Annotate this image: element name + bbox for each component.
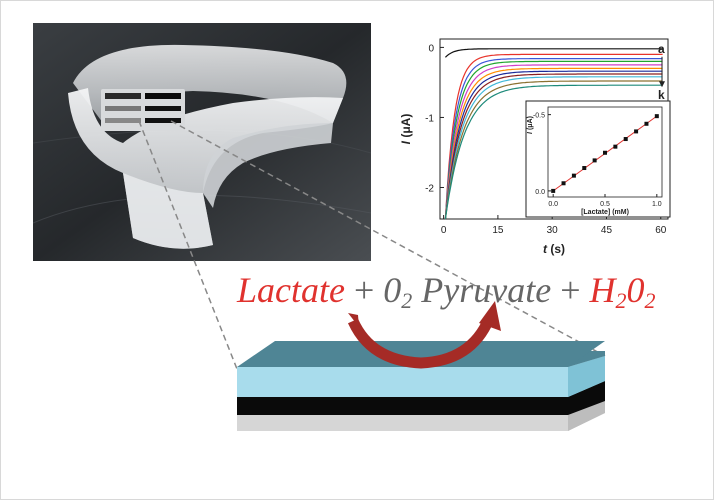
series-line-8 (444, 73, 663, 220)
curve-label-end: k (658, 88, 665, 102)
series-line-3 (444, 58, 663, 220)
electrode-strip (101, 89, 185, 131)
data-point (644, 121, 649, 126)
trend-arrowhead (659, 81, 665, 88)
lactate-label: Lactate (237, 270, 345, 310)
data-point (592, 158, 597, 163)
pyruvate-label: Pyruvate (421, 270, 552, 310)
data-point (551, 188, 556, 193)
series-line-7 (444, 70, 663, 220)
inset-x-tick-label: 0.0 (548, 201, 558, 208)
mouthguard-photo (33, 23, 371, 261)
inset-x-tick-label: 0.5 (600, 201, 610, 208)
data-point (613, 144, 618, 149)
series-line-1 (444, 48, 663, 58)
reaction-arrow (347, 316, 495, 369)
x-tick-label: 45 (601, 225, 613, 236)
enzyme-top-face (237, 351, 605, 367)
data-point (623, 137, 628, 142)
data-point (654, 114, 659, 119)
data-point (603, 150, 607, 155)
inset-y-tick-label: 0.0 (535, 189, 545, 196)
series-line-11 (444, 84, 663, 220)
oxygen-label: 02 (383, 270, 413, 313)
y-tick-label: -2 (425, 183, 434, 194)
inset-y-label: I (μA) (527, 116, 534, 134)
x-axis-label: t (s) (543, 242, 565, 256)
series-line-5 (444, 64, 663, 220)
series-line-6 (444, 67, 663, 220)
inset-x-label: [Lactate] (mM) (581, 209, 629, 216)
enzyme-layer (237, 356, 605, 397)
inset-x-tick-label: 1.0 (652, 201, 662, 208)
peroxide-label: H202 (589, 270, 656, 313)
data-point (571, 173, 576, 178)
y-tick-label: 0 (428, 43, 434, 54)
x-tick-label: 15 (492, 225, 504, 236)
x-tick-label: 60 (655, 225, 667, 236)
series-line-10 (444, 80, 663, 220)
calibration-inset: 0.0 0.5 1.0 0.0 -0.5 [Lactate] (mM) I (μA) (525, 100, 671, 218)
substrate-layer (237, 389, 605, 431)
curve-label-start: a (658, 42, 665, 56)
x-tick-label: 30 (547, 225, 559, 236)
data-point (561, 181, 566, 186)
inset-y-tick-label: -0.5 (533, 113, 545, 120)
x-tick-label: 0 (441, 225, 447, 236)
data-point (634, 129, 639, 134)
series-line-9 (444, 76, 663, 220)
electrode-layer (237, 373, 605, 415)
series-line-4 (444, 60, 663, 220)
reaction-equation: Lactate + 02 Pyruvate + H202 (237, 270, 656, 313)
data-point (582, 166, 587, 171)
y-tick-label: -1 (425, 113, 434, 124)
series-line-2 (444, 53, 663, 220)
y-axis-label: I (μA) (399, 114, 413, 145)
